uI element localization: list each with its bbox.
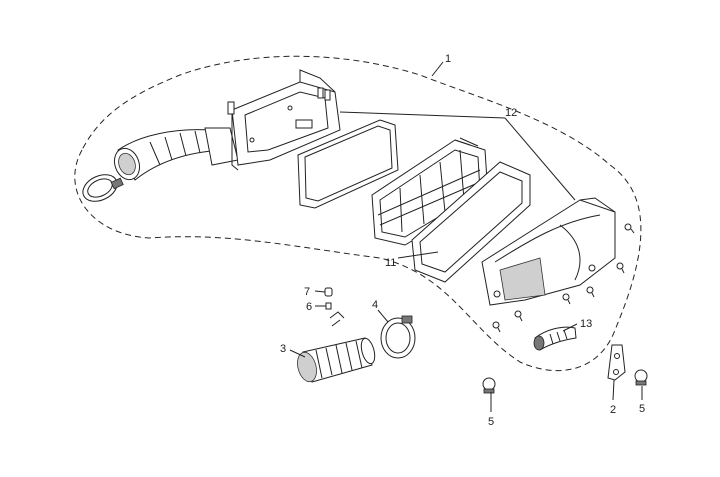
callout-6: 6 xyxy=(306,301,312,313)
hose-clamp-lower xyxy=(380,315,416,359)
cover-screws xyxy=(492,223,635,333)
callout-3: 3 xyxy=(280,343,286,355)
leader-lines xyxy=(289,61,643,412)
intake-duct xyxy=(113,127,239,181)
hose-clamp-upper xyxy=(82,174,124,202)
filter-seal xyxy=(297,119,399,209)
callout-2: 2 xyxy=(610,404,616,416)
screw-icon xyxy=(586,286,595,298)
callout-7: 7 xyxy=(304,286,310,298)
callout-5-left: 5 xyxy=(488,416,494,428)
clip-part xyxy=(324,287,345,327)
callout-13: 13 xyxy=(580,318,592,330)
callout-4: 4 xyxy=(372,299,378,311)
filter-cage xyxy=(371,137,489,246)
air-box-cover xyxy=(481,197,616,306)
assembly-boundary xyxy=(74,55,642,372)
screw-icon xyxy=(514,310,523,322)
air-filter-element xyxy=(411,161,531,283)
bolt-icon xyxy=(482,377,496,394)
callout-5-right: 5 xyxy=(639,403,645,415)
screw-icon xyxy=(624,223,635,234)
bolt-icon xyxy=(634,369,648,386)
callout-1: 1 xyxy=(445,53,451,65)
screw-icon xyxy=(616,262,625,274)
screw-icon xyxy=(562,293,571,305)
air-box-housing xyxy=(227,69,341,171)
corrugated-hose xyxy=(297,337,376,383)
drain-hose xyxy=(533,326,577,351)
callout-12: 12 xyxy=(505,107,517,119)
bracket xyxy=(607,344,626,381)
screw-icon xyxy=(492,321,501,333)
callout-11: 11 xyxy=(385,257,396,269)
